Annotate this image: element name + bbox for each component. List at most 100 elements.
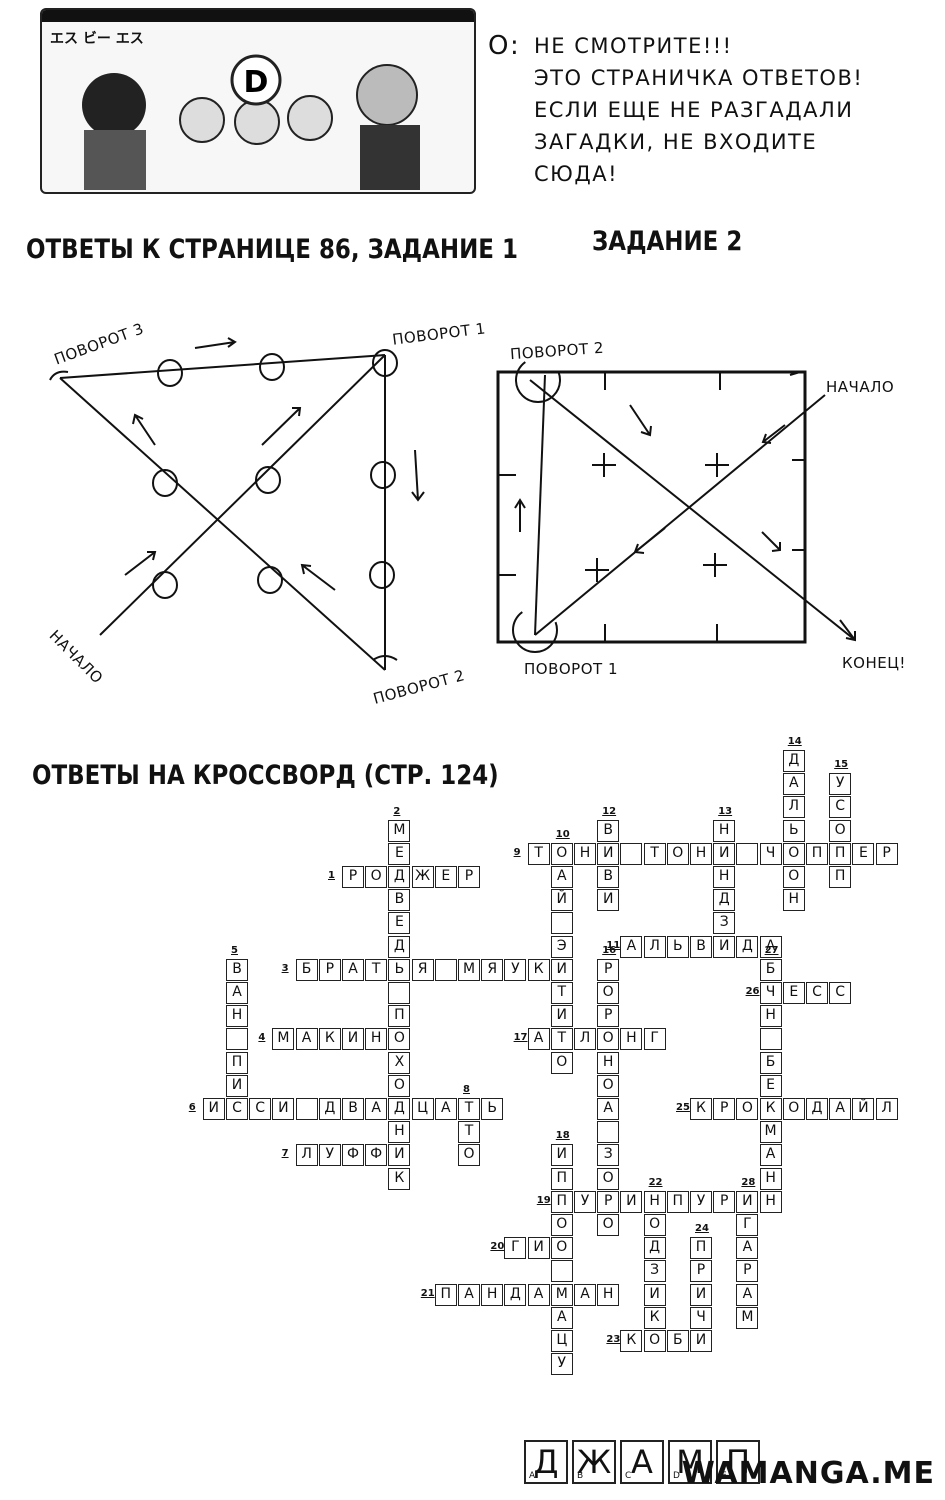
crossword-cell: Л [295,1144,318,1167]
clue-number: 8 [463,1084,470,1095]
crossword-cell: Н [713,866,736,888]
crossword-cell: Р [713,1098,736,1120]
crossword-cell: О [388,1028,411,1051]
crossword-cell: Х [388,1051,411,1074]
crossword-cell: Ч [759,982,782,1004]
crossword-cell [620,842,643,865]
crossword-cell [736,842,759,865]
crossword-cell: О [736,1098,759,1120]
crossword-cell: Е [388,912,411,935]
crossword-cell: Г [736,1214,759,1236]
crossword-cell: И [690,1330,712,1352]
crossword-cell: Ф [365,1144,388,1167]
crossword-cell: Д [388,1098,411,1120]
crossword-cell: А [226,982,248,1004]
crossword-cell: А [527,1283,550,1306]
crossword-cell: О [597,982,620,1004]
crossword-cell: Е [759,1074,782,1097]
crossword-cell: Я [411,958,434,981]
crossword-cell: П [690,1237,712,1260]
crossword-cell: О [550,1237,573,1260]
crossword-cell: Н [782,889,805,912]
crossword-cell: И [527,1237,550,1260]
crossword-cell: Н [597,1283,620,1306]
clue-number: 18 [555,1130,570,1142]
crossword-cell: А [736,1237,759,1260]
crossword-cell: М [759,1121,782,1144]
crossword-cell: Т [550,1028,573,1051]
crossword-cell: К [759,1098,782,1120]
crossword-cell: Я [481,958,504,981]
crossword-cell: Н [759,1167,782,1190]
jump-letter: Д [533,1443,559,1481]
crossword-cell: И [550,958,573,981]
crossword-cell: Р [597,1190,620,1213]
task2-heading: ЗАДАНИЕ 2 [592,226,743,257]
clue-number: 1 [328,870,335,881]
crossword-cell: А [550,866,573,888]
crossword-cell [434,958,457,981]
intro-line: ЗАГАДКИ, НЕ ВХОДИТЕ [534,130,818,154]
crossword-cell: О [597,1074,620,1097]
crossword-cell: О [782,1098,805,1120]
crossword-cell: Е [388,842,411,865]
crossword-cell: И [713,842,736,865]
watermark: WAMANGA.ME [681,1456,935,1491]
clue-number: 12 [602,805,617,817]
crossword-cell: Р [875,842,898,865]
crossword-cell: И [620,1190,643,1213]
crossword-cell: П [226,1051,248,1074]
crossword-cell: П [434,1283,457,1306]
crossword-cell: М [736,1306,759,1329]
crossword-cell: П [388,1005,411,1028]
crossword-cell: О [458,1144,480,1167]
crossword-cell: В [388,889,411,912]
crossword-cell: А [365,1098,388,1120]
crossword-cell: Ц [411,1098,434,1120]
sbs-characters-drawing: D [82,54,420,190]
crossword-cell: Ь [481,1098,504,1120]
crossword-cell: И [736,1190,759,1213]
crossword-cell: Р [318,958,341,981]
clue-number: 10 [555,828,570,840]
clue-number: 4 [258,1032,266,1044]
crossword-cell: К [388,1167,411,1190]
crossword-cell: Н [574,842,596,865]
crossword-cell: У [690,1190,712,1213]
crossword-cell: Н [365,1028,388,1051]
panel-logo: D [244,65,269,100]
crossword-cell: А [736,1283,759,1306]
crossword-cell: Б [759,958,782,981]
crossword-cell: Г [504,1237,527,1260]
jump-marker: D [673,1471,680,1481]
crossword-cell: Э [550,935,573,958]
crossword-cell: А [295,1028,318,1051]
crossword-cell: Ц [550,1330,573,1352]
clue-number: 9 [513,846,521,858]
crossword-cell: С [806,982,828,1004]
clue-number: 5 [231,944,238,956]
crossword-cell: Ж [411,866,434,888]
crossword-cell: Д [782,750,805,772]
crossword-cell: И [272,1098,295,1120]
crossword-cell: П [550,1167,573,1190]
clue-number: 14 [787,736,802,747]
crossword-cell: И [713,935,736,958]
crossword-cell: Т [458,1121,480,1144]
crossword-cell: Р [597,958,620,981]
crossword-cell: Г [643,1028,666,1051]
task2-start-label: НАЧАЛО [826,378,895,396]
crossword-cell: А [620,935,643,958]
clue-number: 23 [606,1334,621,1345]
crossword-cell: М [458,958,480,981]
crossword-cell: Н [713,819,736,842]
crossword-cell: А [434,1098,457,1120]
crossword-cell: Д [504,1283,527,1306]
crossword-cell: И [597,842,620,865]
crossword-cell: Н [597,1051,620,1074]
crossword-cell: О [550,1214,573,1236]
header-bar [42,10,474,22]
